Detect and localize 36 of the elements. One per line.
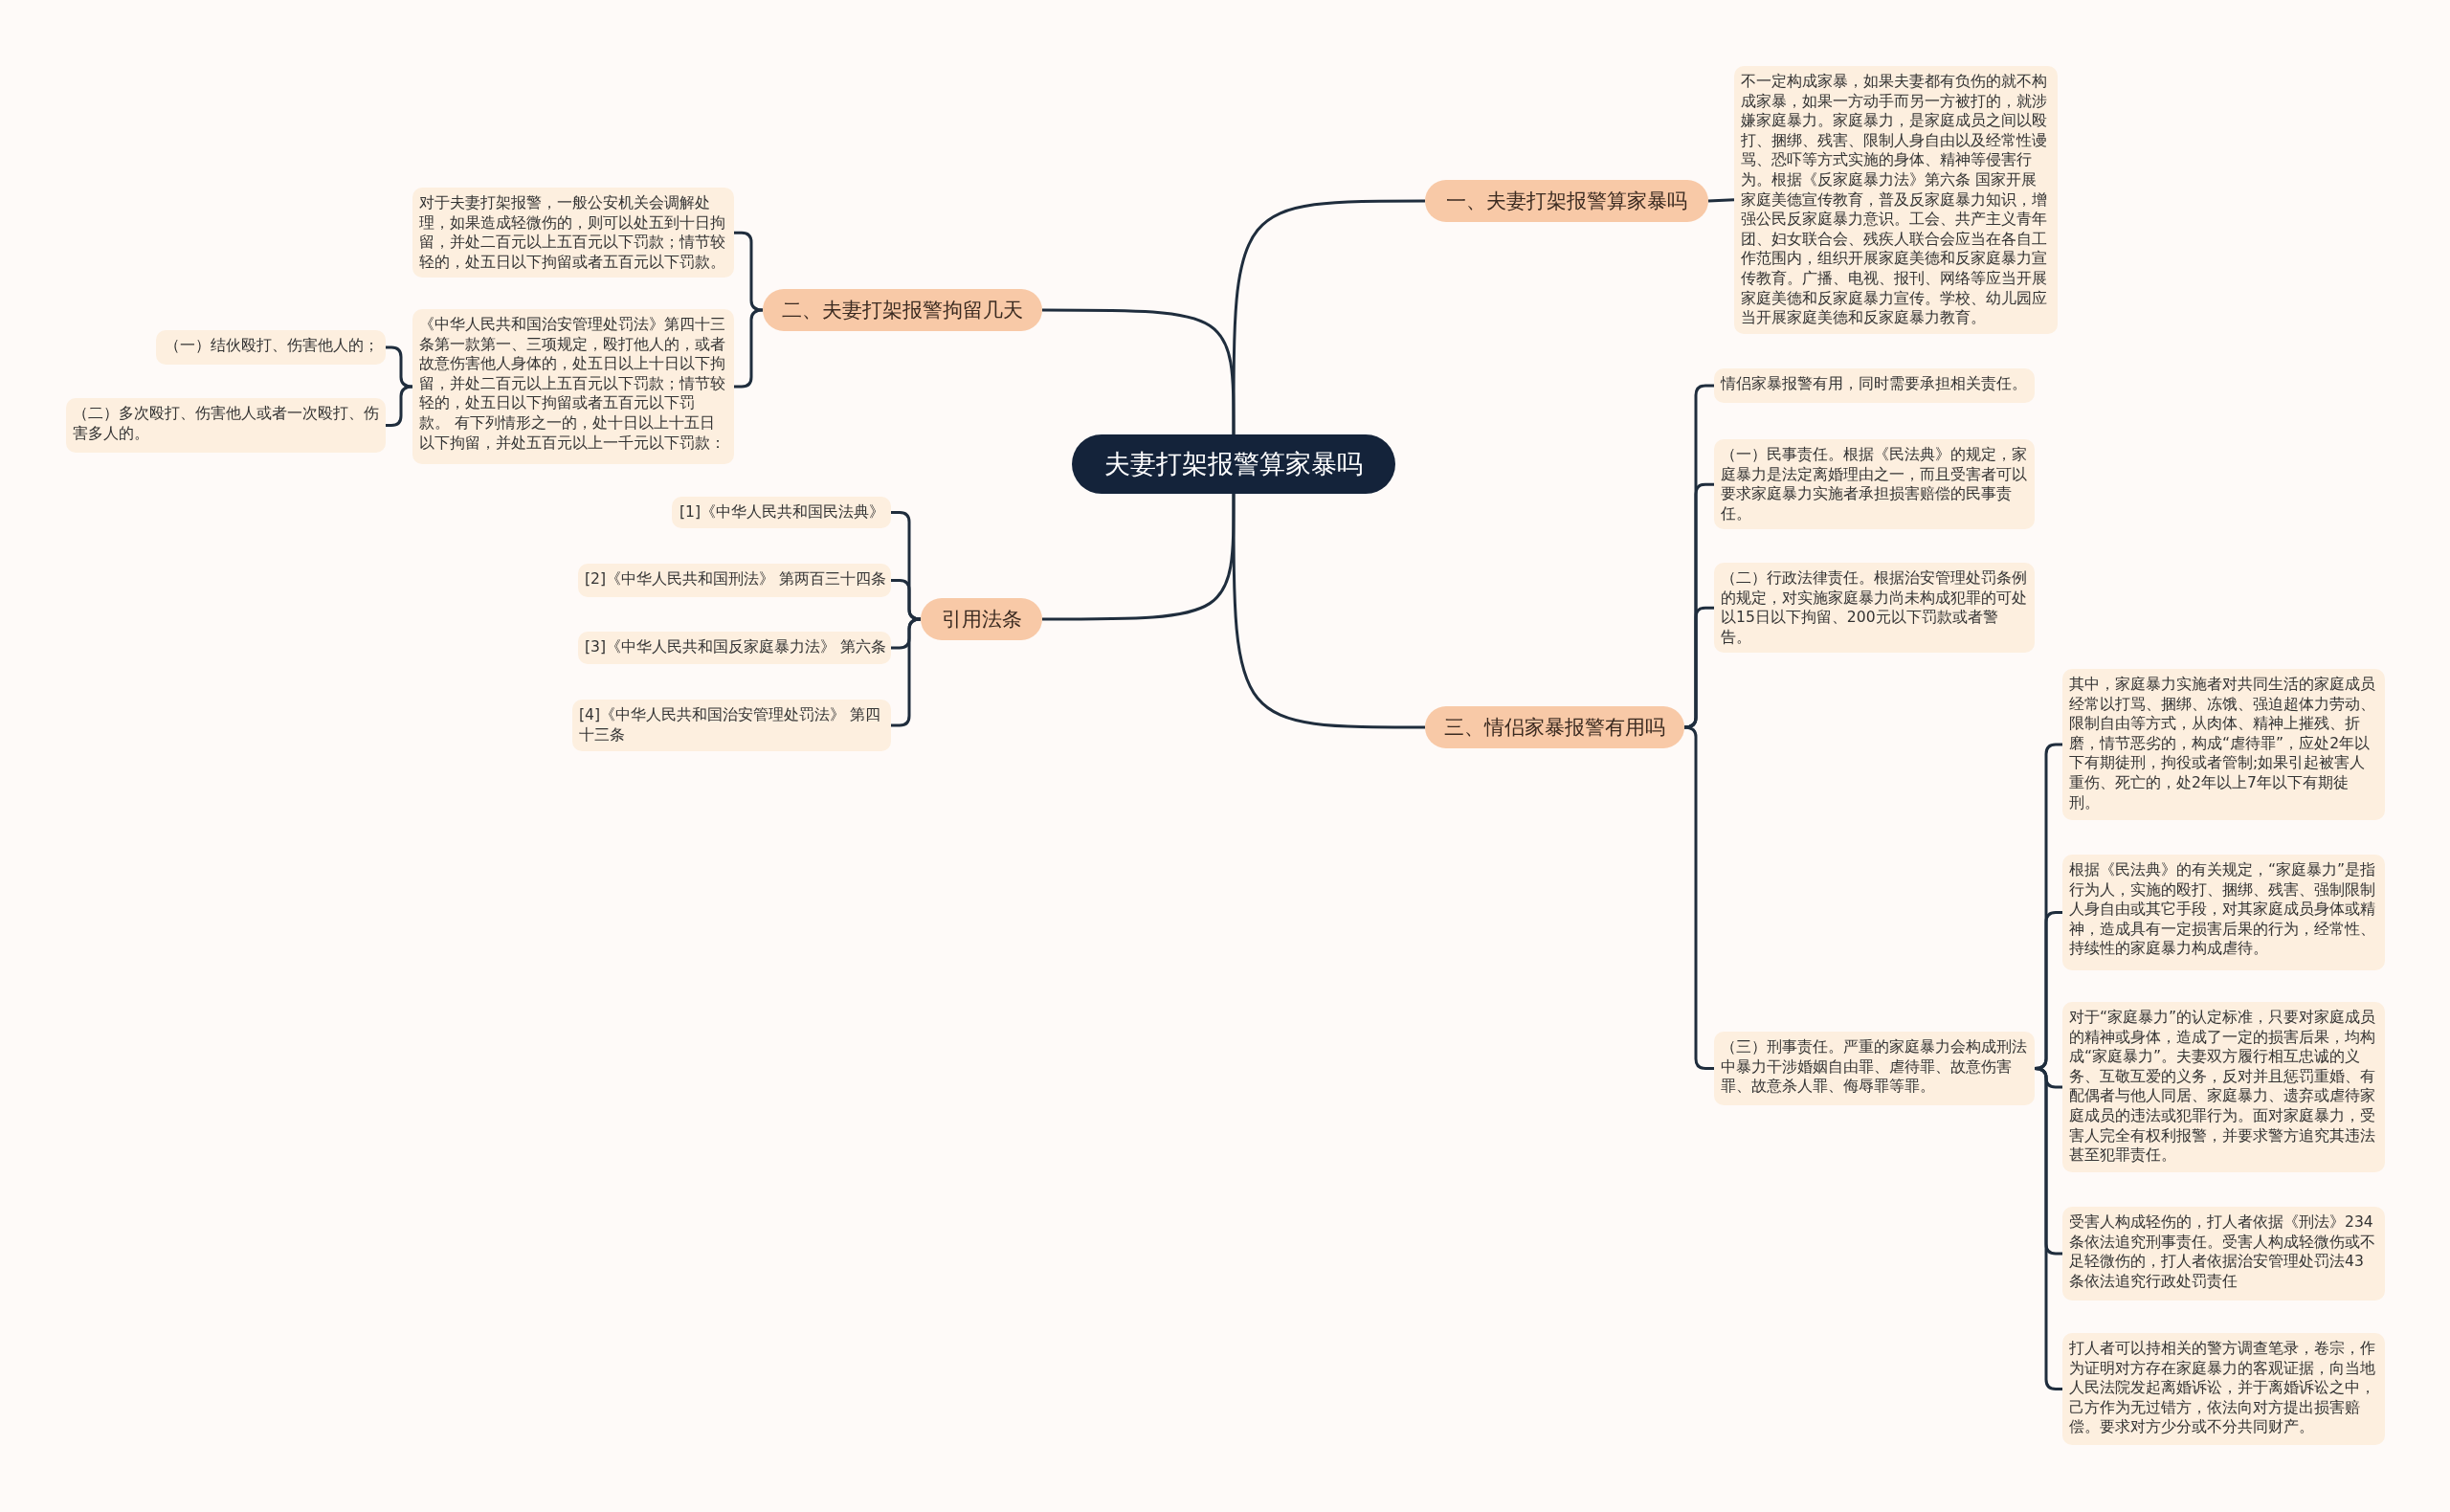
note-card: 对于“家庭暴力”的认定标准，只要对家庭成员的精神或身体，造成了一定的损害后果，均构成“家庭暴力”。夫妻双方履行相互忠诚的义务、互敬互爱的义务，反对并且惩罚重婚、有配偶者与他人同居、家庭暴力、遗弃或虐待家庭成员的违法或犯罪行为。面对家庭暴力，受害人完全有权利报警，并要求警方追究其违法甚至犯罪责任。: [2062, 1002, 2385, 1172]
connector-line: [891, 579, 922, 621]
note-card: 对于夫妻打架报警，一般公安机关会调解处理，如果造成轻微伤的，则可以处五到十日拘留，并处二百元以上五百元以下罚款；情节较轻的，处五日以下拘留或者五百元以下罚款。: [412, 188, 734, 278]
note-card: （一）民事责任。根据《民法典》的规定，家庭暴力是法定离婚理由之一，而且受害者可以要求家庭暴力实施者承担损害赔偿的民事责任。: [1714, 439, 2035, 530]
note-card: （一）结伙殴打、伤害他人的；: [156, 330, 386, 365]
note-card: 根据《民法典》的有关规定，“家庭暴力”是指行为人，实施的殴打、捆绑、残害、强制限制人身自由或其它手段，对其家庭成员身体或精神，造成具有一定损害后果的行为，经常性、持续性的家庭暴力构成虐待。: [2062, 855, 2385, 970]
note-card: 《中华人民共和国治安管理处罚法》第四十三条第一款第一、三项规定，殴打他人的，或者故意伤害他人身体的，处五日以上十日以下拘留，并处二百元以上五百元以下罚款；情节较轻的，处五日以下拘留或者五百元以下罚款。 有下列情形之一的，处十日以上十五日以下拘留，并处五百元以上一千元以下罚款：: [412, 309, 734, 464]
connector-line: [1042, 308, 1236, 434]
topic-box: 三、情侣家暴报警有用吗: [1425, 706, 1684, 748]
note-card: 不一定构成家暴，如果夫妻都有负伤的就不构成家暴，如果一方动手而另一方被打的，就涉嫌家庭暴力。家庭暴力，是家庭成员之间以殴打、捆绑、残害、限制人身自由以及经常性谩骂、恐吓等方式实施的身体、精神等侵害行为。根据《反家庭暴力法》第六条 国家开展家庭美德宣传教育，普及反家庭暴力知识，增强公民反家庭暴力意识。工会、共产主义青年团、妇女联合会、残疾人联合会应当在各自工作范围内，组织开展家庭美德和反家庭暴力宣传教育。广播、电视、报刊、网络等应当开展家庭美德和反家庭暴力宣传。学校、幼儿园应当开展家庭美德和反家庭暴力教育。: [1734, 66, 2058, 334]
note-card: [4]《中华人民共和国治安管理处罚法》 第四十三条: [572, 700, 891, 751]
connector-line: [386, 385, 413, 427]
topic-box: 一、夫妻打架报警算家暴吗: [1425, 180, 1708, 222]
note-card: （三）刑事责任。严重的家庭暴力会构成刑法中暴力干涉婚姻自由罪、虐待罪、故意伤害罪、故意杀人罪、侮辱罪等罪。: [1714, 1032, 2035, 1105]
connector-line: [1232, 494, 1425, 729]
connector-line: [1042, 494, 1236, 621]
note-card: 打人者可以持相关的警方调查笔录，卷宗，作为证明对方存在家庭暴力的客观证据，向当地人民法院发起离婚诉讼，并于离婚诉讼之中，己方作为无过错方，依法向对方提出损害赔偿。要求对方少分或不分共同财产。: [2062, 1333, 2385, 1445]
connector-line: [1683, 606, 1714, 729]
note-card: 受害人构成轻伤的，打人者依据《刑法》234条依法追究刑事责任。受害人构成轻微伤或不足轻微伤的，打人者依据治安管理处罚法43条依法追究行政处罚责任: [2062, 1207, 2385, 1301]
connector-line: [891, 617, 922, 727]
connector-line: [734, 231, 764, 312]
note-card: [1]《中华人民共和国民法典》: [672, 497, 891, 528]
connector-line: [1707, 198, 1735, 203]
note-card: 其中，家庭暴力实施者对共同生活的家庭成员经常以打骂、捆绑、冻饿、强迫超体力劳动、限制自由等方式，从肉体、精神上摧残、折磨，情节恶劣的，构成“虐待罪”，应处2年以下有期徒刑，拘役或者管制;如果引起被害人重伤、死亡的，处2年以上7年以下有期徒刑。: [2062, 669, 2385, 820]
connector-line: [734, 308, 764, 389]
note-card: （二）多次殴打、伤害他人或者一次殴打、伤害多人的。: [66, 398, 386, 453]
topic-box: 引用法条: [921, 598, 1042, 640]
topic-box: 二、夫妻打架报警拘留几天: [763, 289, 1042, 331]
connector-line: [1232, 199, 1425, 434]
connector-line: [386, 345, 413, 389]
note-card: [3]《中华人民共和国反家庭暴力法》 第六条: [578, 632, 891, 664]
central-topic: 夫妻打架报警算家暴吗: [1072, 434, 1395, 494]
connector-line: [1683, 725, 1714, 1070]
note-card: （二）行政法律责任。根据治安管理处罚条例的规定，对实施家庭暴力尚未构成犯罪的可处以15日以下拘留、200元以下罚款或者警告。: [1714, 563, 2035, 654]
note-card: 情侣家暴报警有用，同时需要承担相关责任。: [1714, 368, 2035, 403]
note-card: [2]《中华人民共和国刑法》 第两百三十四条: [578, 564, 891, 597]
